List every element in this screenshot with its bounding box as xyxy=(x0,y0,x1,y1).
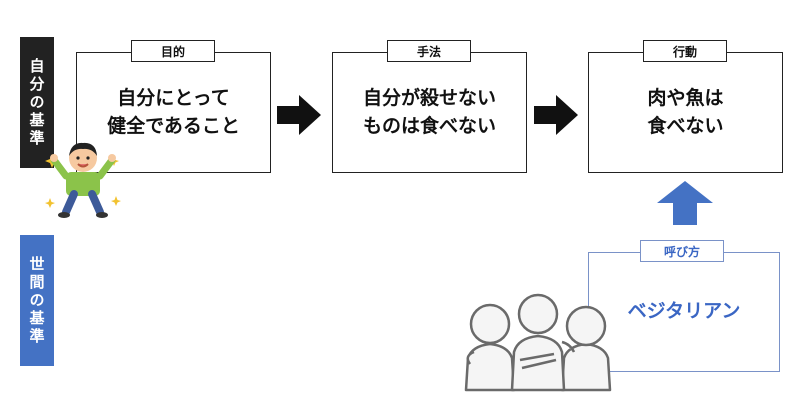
label-name-text: ベジタリアン xyxy=(627,300,741,323)
arrow-right-icon xyxy=(277,95,321,135)
action-box: 肉や魚は 食べない xyxy=(588,52,783,173)
self-standard-label: 自分の基準 xyxy=(20,37,54,168)
action-tag: 行動 xyxy=(643,40,727,62)
goal-tag: 目的 xyxy=(131,40,215,62)
action-text: 肉や魚は 食べない xyxy=(647,86,724,137)
label-name-box: ベジタリアン xyxy=(588,252,780,372)
method-tag: 手法 xyxy=(387,40,471,62)
world-standard-label: 世間の基準 xyxy=(20,235,54,366)
happy-person-icon xyxy=(45,142,121,218)
arrow-up-icon xyxy=(657,181,713,225)
goal-box: 自分にとって 健全であること xyxy=(76,52,271,173)
label-name-tag: 呼び方 xyxy=(640,240,724,262)
goal-text: 自分にとって 健全であること xyxy=(107,86,240,137)
method-box: 自分が殺せない ものは食べない xyxy=(332,52,527,173)
arrow-right-icon xyxy=(534,95,578,135)
pointing-crowd-icon xyxy=(464,293,612,392)
method-text: 自分が殺せない ものは食べない xyxy=(362,86,496,137)
